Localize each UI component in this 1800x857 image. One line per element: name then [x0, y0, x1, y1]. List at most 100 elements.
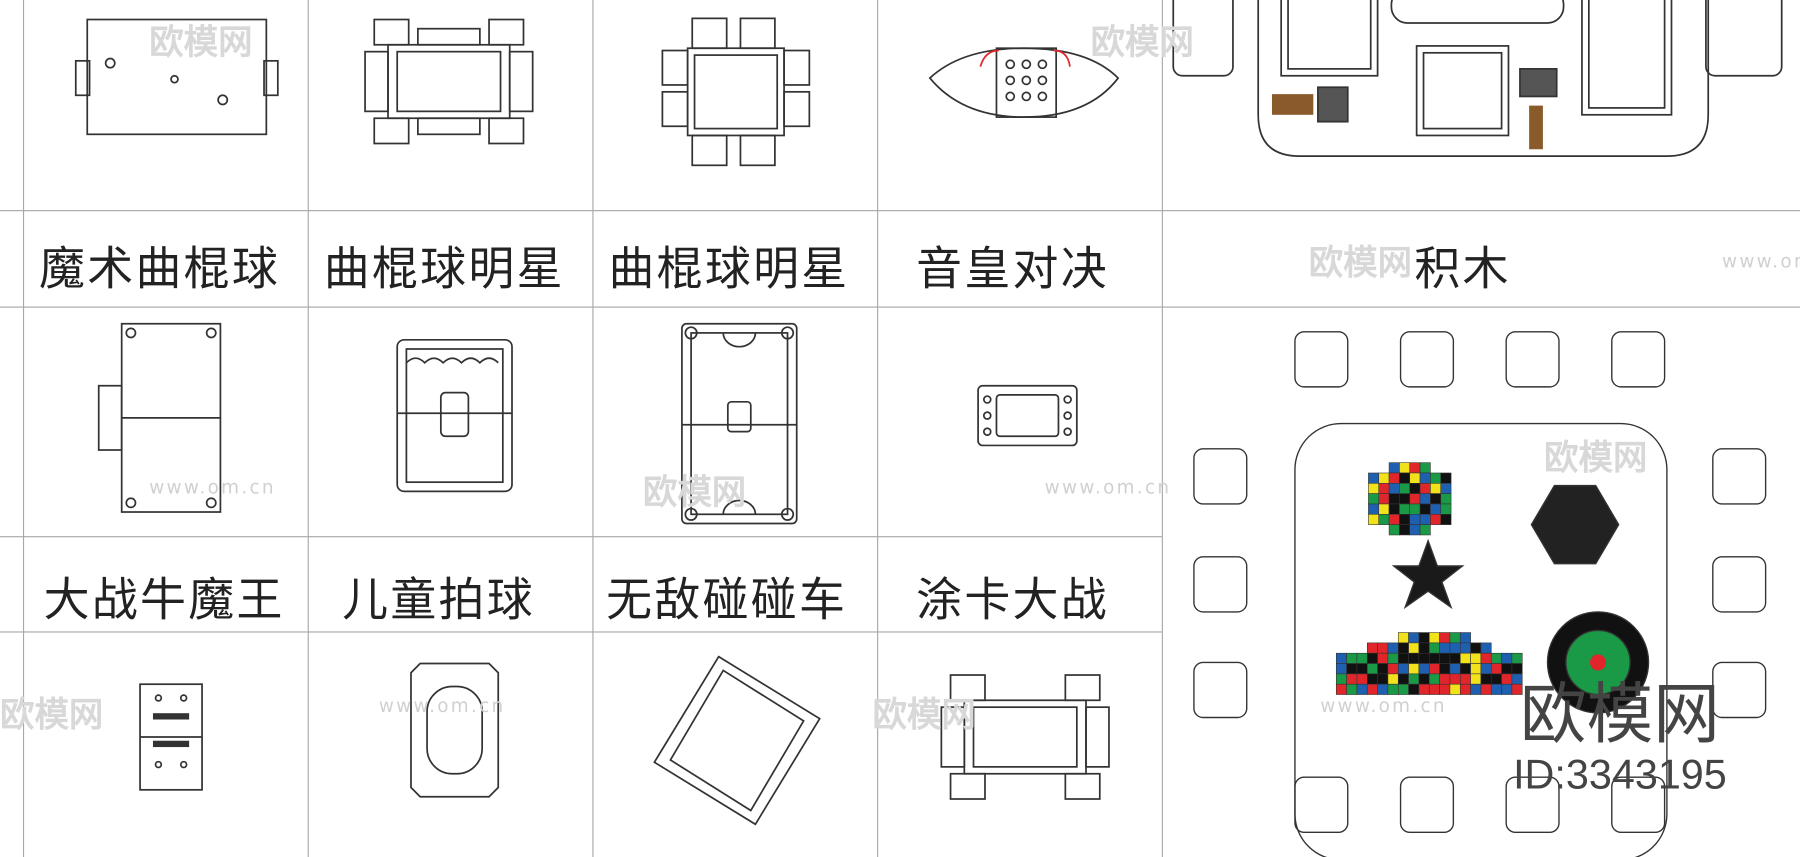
- block-tile: [1346, 683, 1358, 695]
- block-tile: [1419, 514, 1431, 525]
- block-tile: [1397, 683, 1409, 695]
- label-hockey-star-2: 曲棍球明星: [608, 243, 850, 297]
- block-tile: [1368, 483, 1380, 494]
- block-tile: [1449, 632, 1461, 644]
- block-tile: [1449, 642, 1461, 654]
- block-tile: [1335, 683, 1347, 695]
- block-tile: [1408, 652, 1420, 664]
- grid-line: [307, 0, 309, 857]
- block-tile: [1366, 642, 1378, 654]
- block-tile: [1388, 514, 1400, 525]
- music-duel-machine: [928, 47, 1120, 118]
- block-tile: [1430, 493, 1442, 505]
- block-tile: [1356, 663, 1368, 675]
- block-tile: [1409, 503, 1421, 515]
- grid-line: [592, 0, 594, 857]
- block-tile: [1387, 683, 1399, 695]
- block-tile: [1480, 663, 1492, 675]
- block-tile: [1501, 663, 1513, 675]
- block-tile: [1439, 632, 1451, 644]
- bumper-car-table: [681, 322, 798, 525]
- block-tile: [1397, 632, 1409, 644]
- block-tile: [1409, 493, 1421, 505]
- label-blocks: 积木: [1414, 243, 1511, 297]
- block-tile: [1419, 483, 1431, 494]
- block-tile: [1335, 663, 1347, 675]
- block-tile: [1439, 652, 1451, 664]
- watermark: 欧模网: [1090, 22, 1194, 64]
- block-tile: [1399, 493, 1411, 505]
- block-tile: [1470, 642, 1482, 654]
- block-tile: [1480, 652, 1492, 664]
- block-tile: [1428, 683, 1440, 695]
- block-tile: [1368, 493, 1380, 505]
- button-dot: [1005, 75, 1016, 86]
- block-tile: [1419, 503, 1431, 515]
- seat: [1712, 661, 1767, 719]
- block-tile: [1480, 673, 1492, 685]
- block-tile: [1335, 652, 1347, 664]
- block-tile: [1449, 652, 1461, 664]
- seat: [1505, 776, 1560, 833]
- label-kids-ball: 儿童拍球: [342, 574, 535, 627]
- block-tile: [1440, 483, 1452, 494]
- bull-demon-machine: [97, 322, 222, 513]
- block-tile: [1377, 683, 1389, 695]
- block-tile: [1356, 652, 1368, 664]
- label-bumper-car: 无敌碰碰车: [606, 574, 848, 627]
- block-tile: [1408, 683, 1420, 695]
- block-tile: [1449, 673, 1461, 685]
- magic-hockey-table: [74, 18, 279, 136]
- block-tile: [1387, 642, 1399, 654]
- block-tile: [1501, 683, 1513, 695]
- block-tile: [1399, 514, 1411, 525]
- grid-line: [1161, 0, 1163, 857]
- hex-ball-machine: [410, 662, 500, 798]
- block-tile: [1409, 524, 1421, 536]
- block-tile: [1419, 493, 1431, 505]
- block-tile: [1397, 652, 1409, 664]
- watermark-url: www.om.cn: [1722, 250, 1800, 273]
- block-tile: [1480, 683, 1492, 695]
- block-tile: [1428, 652, 1440, 664]
- block-tile: [1387, 652, 1399, 664]
- block-tile: [1378, 514, 1390, 525]
- brand-name: 欧模网: [1520, 675, 1720, 754]
- block-tile: [1346, 652, 1358, 664]
- grid-line: [877, 0, 879, 857]
- watermark-url: www.om.cn: [378, 694, 506, 717]
- watermark: 欧模网: [642, 472, 747, 514]
- block-tile: [1440, 503, 1452, 515]
- button-dot: [1037, 59, 1048, 70]
- block-tile: [1418, 652, 1430, 664]
- block-tile: [1388, 483, 1400, 494]
- kids-ball-table: [396, 338, 513, 493]
- block-tile: [1368, 472, 1380, 484]
- label-bull-demon: 大战牛魔王: [43, 574, 285, 627]
- block-tile: [1440, 514, 1452, 525]
- seat: [1712, 448, 1767, 505]
- block-tile: [1418, 683, 1430, 695]
- seat: [1399, 776, 1455, 833]
- block-tile: [1470, 673, 1482, 685]
- block-tile: [1366, 663, 1378, 675]
- block-tile: [1377, 642, 1389, 654]
- block-tile: [1419, 524, 1431, 536]
- watermark: 欧模网: [0, 695, 104, 736]
- block-tile: [1490, 652, 1502, 664]
- block-tile: [1356, 673, 1368, 685]
- block-tile: [1490, 673, 1502, 685]
- block-tile: [1409, 472, 1421, 484]
- block-tile: [1470, 652, 1482, 664]
- block-tile: [1368, 514, 1380, 525]
- block-tile: [1397, 642, 1409, 654]
- block-tile: [1449, 663, 1461, 675]
- block-tile: [1408, 663, 1420, 675]
- block-tile: [1428, 642, 1440, 654]
- hockey-star-table-1: [364, 18, 534, 145]
- block-tile: [1399, 462, 1411, 474]
- button-dot: [1021, 59, 1032, 70]
- block-tile: [1511, 652, 1523, 664]
- grid-line: [0, 210, 1800, 212]
- seat: [1611, 776, 1666, 833]
